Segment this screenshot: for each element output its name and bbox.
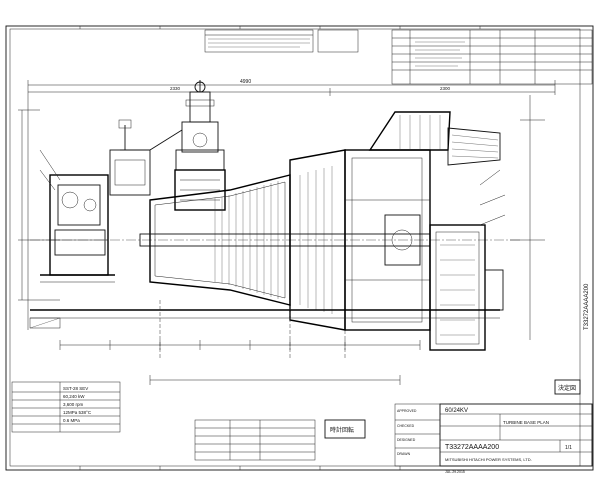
spec-row-4-value: 12MPa 538°C xyxy=(63,410,92,415)
drawing-inner-frame xyxy=(9,28,581,467)
lower-dimension-chain xyxy=(59,340,421,385)
designed-label: DESIGNED xyxy=(397,438,416,442)
steam-chest xyxy=(109,119,151,196)
dim-d2: 2300 xyxy=(440,86,451,91)
drawn-label: DRAWN xyxy=(397,452,411,456)
company-name: MITSUBISHI HITACHI POWER SYSTEMS, LTD. xyxy=(445,457,532,462)
front-pedestal xyxy=(40,174,115,283)
spec-row-1-value: SST-28 SEV xyxy=(63,386,88,391)
frame-ticks xyxy=(79,26,481,470)
sheet-number: 1/1 xyxy=(565,445,572,451)
leader-lines xyxy=(39,149,506,226)
exhaust-hood xyxy=(368,111,501,166)
rotation-label: 時計回転 xyxy=(330,426,354,434)
checked-label: CHECKED xyxy=(397,424,415,428)
top-notes-block xyxy=(204,29,359,53)
decision-stamp-text: 決定図 xyxy=(558,384,576,392)
right-vertical-dims xyxy=(510,95,545,340)
spec-row-2-value: 60,240 kW xyxy=(63,394,85,399)
left-vertical-dims xyxy=(18,95,60,330)
rotation-stamp xyxy=(324,419,366,439)
title-model: 60/24KV xyxy=(445,408,468,414)
spec-row-5-value: 0.6 MPa xyxy=(63,418,80,423)
title-block xyxy=(394,403,593,467)
rear-bearing xyxy=(384,214,421,266)
vertical-drawing-number: T33272AAAA200 xyxy=(584,283,590,330)
spec-table xyxy=(11,381,121,433)
decision-stamp xyxy=(554,379,581,395)
drawing-date: JUL.29.2015 xyxy=(445,470,465,474)
approved-label: APPROVED xyxy=(397,409,417,413)
condenser-box xyxy=(429,224,504,351)
governor-valve-assembly xyxy=(120,80,226,211)
revision-table xyxy=(391,29,593,85)
rotor-stages xyxy=(214,166,333,314)
top-dimension-lines xyxy=(27,80,556,96)
notes-table xyxy=(194,419,316,461)
spec-row-3-value: 3,600 rpm xyxy=(63,402,84,407)
drawing-number: T33272AAAA200 xyxy=(445,444,499,451)
drawing-frame xyxy=(5,25,594,471)
title-name: TURBINE BASE PLAN xyxy=(503,420,549,425)
dim-d1: 2330 xyxy=(170,86,181,91)
dim-overall: 4990 xyxy=(240,79,251,85)
